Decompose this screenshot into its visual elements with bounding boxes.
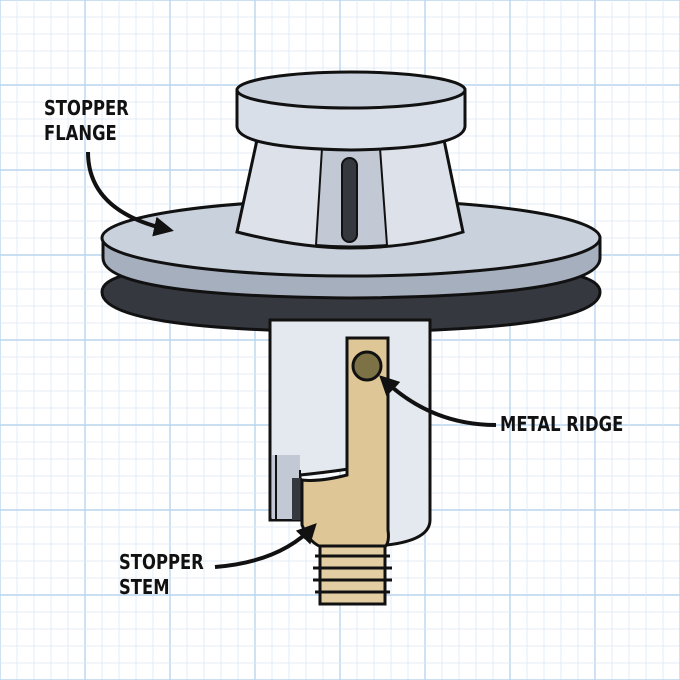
flange-arrow bbox=[86, 151, 174, 237]
housing-slot bbox=[292, 478, 302, 520]
metal-ridge-label: METAL RIDGE bbox=[500, 412, 623, 437]
metal-ridge-pin bbox=[351, 350, 383, 382]
stem-threads bbox=[313, 544, 392, 606]
stem-arrow bbox=[214, 523, 317, 569]
metal-ridge-label-text: METAL RIDGE bbox=[500, 412, 624, 436]
stopper-flange-label-line1: STOPPER bbox=[44, 96, 129, 120]
ridge-arrow bbox=[379, 375, 497, 427]
top-knob-face bbox=[235, 70, 467, 110]
stopper-stem-label-line1: STOPPER bbox=[119, 550, 204, 574]
stopper-flange-label: STOPPER FLANGE bbox=[44, 96, 129, 146]
stopper-stem-label-line2: STEM bbox=[119, 575, 170, 599]
stopper-stem-label: STOPPER STEM bbox=[119, 550, 204, 600]
cap-slot bbox=[341, 157, 358, 243]
stopper-flange-label-line2: FLANGE bbox=[44, 121, 117, 145]
